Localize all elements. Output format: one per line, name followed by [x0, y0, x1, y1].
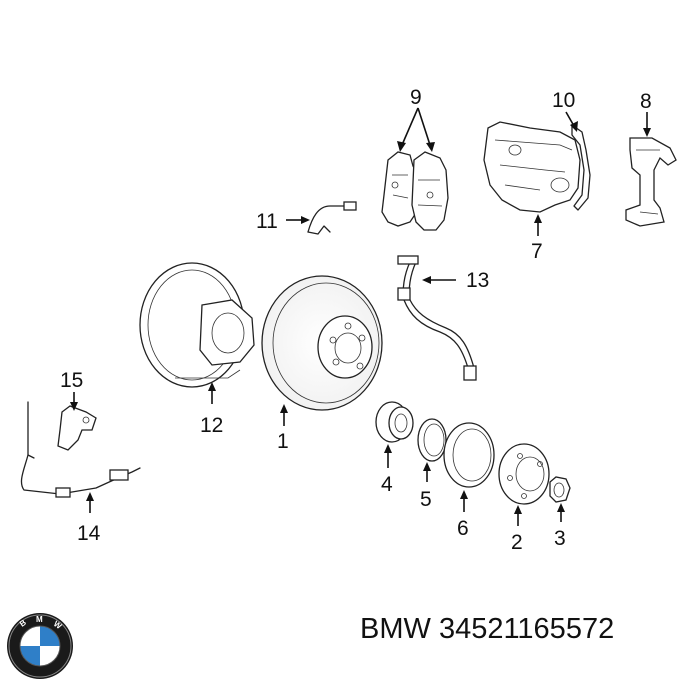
callout-10: 10 — [552, 89, 575, 112]
dust-shield-part — [139, 262, 255, 388]
sensor-bracket-part — [57, 405, 97, 451]
callout-9: 9 — [410, 86, 422, 109]
protection-ring-part — [443, 422, 495, 488]
part-number: 34521165572 — [438, 613, 615, 645]
wheel-hub-part — [498, 443, 550, 505]
spring-clip-part — [571, 124, 591, 211]
callout-11: 11 — [256, 210, 278, 233]
bmw-roundel-icon: B M W — [7, 613, 73, 679]
brake-pads-part — [381, 151, 449, 231]
leader-arrows — [70, 107, 651, 526]
svg-text:M: M — [36, 615, 43, 624]
callout-13: 13 — [466, 269, 489, 292]
wear-sensor-part — [307, 201, 357, 235]
brand-name: BMW — [360, 613, 431, 645]
footer-label: BMW 34521165572 — [360, 613, 614, 646]
wheel-bearing-part — [375, 401, 414, 443]
callout-12: 12 — [200, 414, 223, 437]
svg-text:B: B — [18, 618, 28, 629]
svg-text:W: W — [52, 619, 64, 631]
callout-6: 6 — [457, 517, 469, 540]
callout-7: 7 — [531, 240, 543, 263]
abs-sensor-part — [20, 401, 141, 498]
callout-15: 15 — [60, 369, 83, 392]
callout-1: 1 — [277, 430, 289, 453]
caliper-carrier-part — [625, 137, 677, 227]
callout-5: 5 — [420, 488, 432, 511]
circlip-part — [417, 418, 447, 462]
brake-rotor-part — [261, 275, 383, 411]
brake-caliper-part — [483, 121, 581, 213]
callout-2: 2 — [511, 531, 523, 554]
callout-14: 14 — [77, 522, 101, 545]
callout-8: 8 — [640, 90, 652, 113]
callout-3: 3 — [554, 527, 566, 550]
brake-hose-part — [397, 255, 477, 381]
hub-nut-part — [549, 476, 571, 503]
callout-4: 4 — [381, 473, 393, 496]
